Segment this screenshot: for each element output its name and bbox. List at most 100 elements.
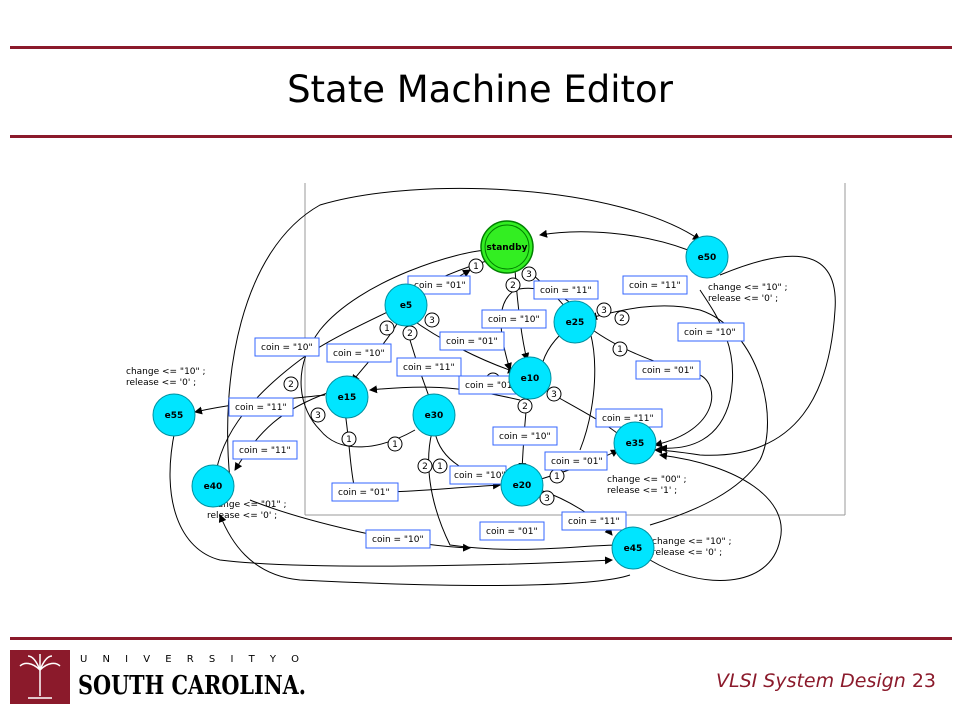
svg-text:1: 1: [554, 472, 560, 482]
action-line: release <= '0' ;: [126, 378, 196, 388]
svg-text:e45: e45: [624, 544, 643, 554]
svg-text:e35: e35: [626, 439, 645, 449]
action-line: release <= '0' ;: [708, 294, 778, 304]
transition-arrow: [589, 305, 768, 526]
svg-text:2: 2: [407, 329, 413, 339]
transition-arrow: [169, 429, 613, 567]
svg-text:1: 1: [617, 345, 623, 355]
svg-text:e15: e15: [338, 393, 357, 403]
priority-marker: 1: [468, 258, 484, 274]
svg-text:coin = "11": coin = "11": [235, 403, 287, 413]
footer-course: VLSI System Design: [715, 670, 906, 692]
condition-label: coin = "10": [449, 465, 507, 485]
priority-marker: 3: [596, 302, 612, 318]
action-line: change <= "00" ;: [607, 475, 687, 485]
priority-marker: 2: [283, 376, 299, 392]
svg-text:3: 3: [315, 411, 321, 421]
priority-marker: 3: [546, 386, 562, 402]
transition-arrow: [539, 229, 689, 251]
state-standby[interactable]: standby: [480, 220, 534, 274]
condition-label: coin = "11": [533, 280, 599, 300]
svg-text:2: 2: [619, 314, 625, 324]
state-e45[interactable]: e45: [611, 526, 655, 570]
priority-marker: 3: [310, 407, 326, 423]
svg-text:coin = "10": coin = "10": [488, 315, 540, 325]
priority-marker: 3: [539, 490, 555, 506]
svg-text:e30: e30: [425, 411, 444, 421]
state-e10[interactable]: e10: [508, 356, 552, 400]
priority-marker: 2: [614, 310, 630, 326]
action-line: change <= "10" ;: [652, 537, 732, 547]
condition-label: coin = "01": [458, 375, 524, 395]
priority-marker: 2: [505, 277, 521, 293]
state-e35[interactable]: e35: [613, 421, 657, 465]
priority-marker: 1: [432, 458, 448, 474]
condition-label: coin = "11": [396, 357, 462, 377]
state-e55[interactable]: e55: [152, 393, 196, 437]
transition-arrow: [659, 289, 734, 453]
transition-arrow: [369, 385, 521, 401]
svg-text:e40: e40: [204, 482, 223, 492]
priority-marker: 2: [402, 325, 418, 341]
logo-university-text: U N I V E R S I T Y O F: [80, 654, 310, 665]
page-title: State Machine Editor: [287, 68, 673, 111]
svg-text:coin = "01": coin = "01": [338, 488, 390, 498]
svg-text:2: 2: [422, 462, 428, 472]
transition-arrow: [218, 514, 631, 586]
transition-arrow: [654, 255, 836, 456]
state-e20[interactable]: e20: [500, 463, 544, 507]
condition-label: coin = "11": [232, 440, 298, 460]
state-actions: change <= "10" ; release <= '0' ; change…: [126, 283, 788, 558]
svg-text:coin = "01": coin = "01": [642, 366, 694, 376]
condition-label: coin = "11": [622, 275, 688, 295]
svg-text:coin = "01": coin = "01": [414, 281, 466, 291]
condition-label: coin = "11": [228, 397, 294, 417]
svg-text:3: 3: [526, 270, 532, 280]
svg-text:coin = "01": coin = "01": [551, 457, 603, 467]
svg-text:coin = "11": coin = "11": [403, 363, 455, 373]
state-e5[interactable]: e5: [384, 283, 428, 327]
condition-label: coin = "10": [254, 337, 320, 357]
svg-text:coin = "10": coin = "10": [333, 349, 385, 359]
svg-text:1: 1: [392, 440, 398, 450]
svg-text:coin = "11": coin = "11": [629, 281, 681, 291]
condition-label: coin = "01": [635, 360, 701, 380]
condition-label: coin = "01": [479, 521, 545, 541]
transition-arrow: [649, 451, 782, 581]
svg-text:e50: e50: [698, 253, 717, 263]
svg-text:coin = "10": coin = "10": [261, 343, 313, 353]
svg-text:3: 3: [544, 494, 550, 504]
svg-text:coin = "10": coin = "10": [499, 432, 551, 442]
state-e40[interactable]: e40: [191, 464, 235, 508]
action-line: release <= '0' ;: [652, 548, 722, 558]
footer-rule: [10, 637, 952, 640]
priority-marker: 2: [517, 398, 533, 414]
condition-label: coin = "10": [481, 309, 547, 329]
svg-text:e55: e55: [165, 411, 184, 421]
svg-text:2: 2: [522, 402, 528, 412]
priority-marker: 1: [387, 436, 403, 452]
svg-text:3: 3: [551, 390, 557, 400]
condition-label: coin = "11": [561, 511, 627, 531]
palmetto-icon: [19, 654, 61, 699]
transition-arrow: [227, 187, 701, 481]
svg-text:e10: e10: [521, 374, 540, 384]
state-e15[interactable]: e15: [325, 375, 369, 419]
svg-text:standby: standby: [487, 243, 528, 253]
condition-label: coin = "01": [331, 482, 399, 502]
svg-text:coin = "11": coin = "11": [239, 446, 291, 456]
svg-text:coin = "11": coin = "11": [602, 414, 654, 424]
condition-label: coin = "11": [595, 408, 663, 428]
state-e50[interactable]: e50: [685, 235, 729, 279]
priority-marker: 1: [612, 341, 628, 357]
state-e30[interactable]: e30: [412, 393, 456, 437]
svg-text:3: 3: [429, 316, 435, 326]
state-nodes: standby e5 e10 e15 e20 e25 e30 e35 e40 e…: [152, 220, 729, 570]
state-e25[interactable]: e25: [553, 300, 597, 344]
priority-marker: 3: [424, 312, 440, 328]
condition-label: coin = "10": [365, 529, 431, 549]
svg-text:coin = "11": coin = "11": [540, 286, 592, 296]
condition-label: coin = "01": [544, 451, 608, 471]
svg-text:1: 1: [473, 262, 479, 272]
priority-marker: 1: [341, 431, 357, 447]
